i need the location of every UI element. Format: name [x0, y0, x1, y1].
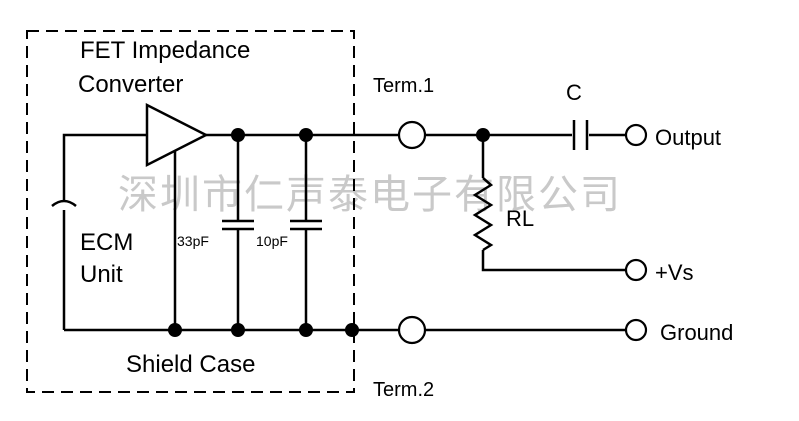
junction-dot [231, 128, 245, 142]
ecm-capsule-symbol [51, 199, 77, 207]
junction-dot [476, 128, 490, 142]
term2-terminal [397, 315, 427, 345]
junction-dot [231, 323, 245, 337]
output-label: Output [655, 125, 721, 150]
junction-dot [168, 323, 182, 337]
shield-case-label: Shield Case [126, 351, 255, 378]
vs-wire [481, 250, 626, 272]
ground-terminal [624, 318, 648, 342]
ecm-label-line1: ECM [80, 229, 133, 256]
cap-c-label: C [566, 80, 582, 105]
ecm-top-wire [62, 133, 147, 185]
term1-terminal [397, 120, 427, 150]
term2-label: Term.2 [373, 379, 434, 401]
cap-33pf-label: 33pF [177, 233, 209, 249]
ground-label: Ground [660, 320, 733, 345]
resistor-rl-label: RL [506, 206, 534, 231]
watermark-text: 深圳市仁声泰电子有限公司 [118, 172, 622, 218]
junction-dot [299, 323, 313, 337]
shield-case-boundary [26, 30, 355, 393]
fet-title-line2: Converter [78, 71, 183, 98]
vs-label: +Vs [655, 260, 694, 285]
fet-title-line1: FET Impedance [80, 37, 250, 64]
junction-dot [345, 323, 359, 337]
junction-dot [299, 128, 313, 142]
output-terminal [624, 123, 648, 147]
ecm-label-line2: Unit [80, 261, 123, 288]
fet-amplifier-symbol [145, 102, 209, 168]
term1-label: Term.1 [373, 75, 434, 97]
vs-terminal [624, 258, 648, 282]
resistor-rl-symbol [472, 177, 494, 252]
cap-10pf-label: 10pF [256, 233, 288, 249]
